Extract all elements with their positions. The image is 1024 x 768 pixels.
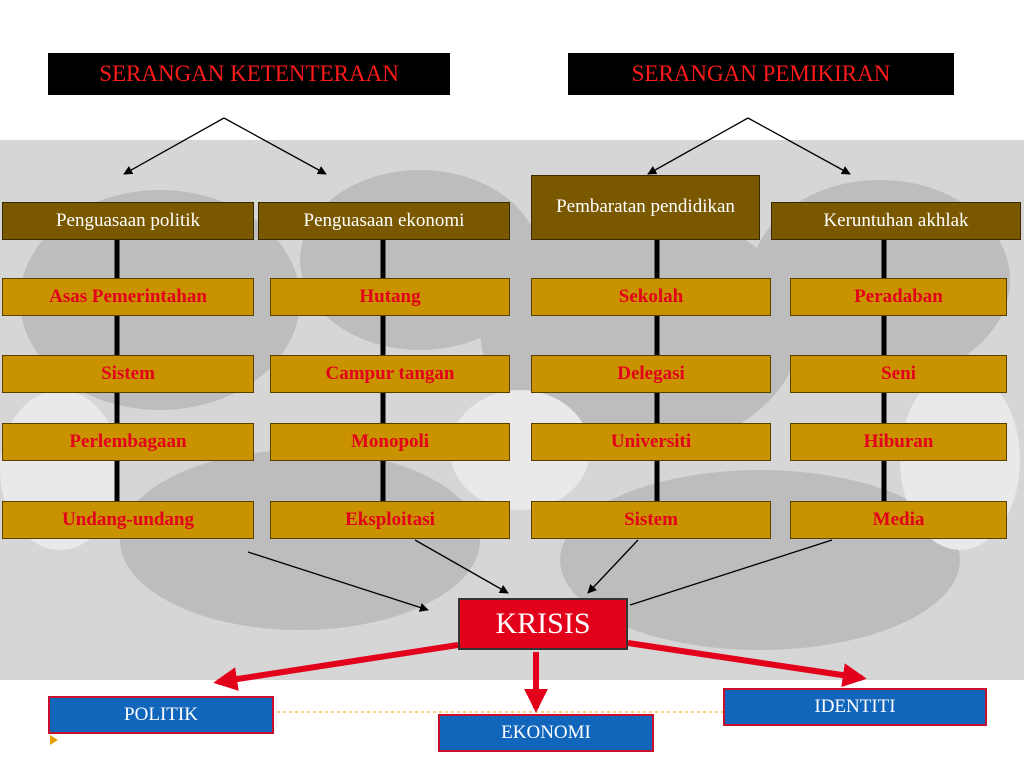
item-seni: Seni — [790, 355, 1007, 393]
header-serangan-ketenteraan: SERANGAN KETENTERAAN — [48, 53, 450, 95]
arrow-to-akhlak — [747, 117, 851, 175]
item-asas-pemerintahan: Asas Pemerintahan — [2, 278, 254, 316]
outcome-arrows — [213, 640, 867, 713]
category-penguasaan-ekonomi: Penguasaan ekonomi — [258, 202, 510, 240]
item-perlembagaan: Perlembagaan — [2, 423, 254, 461]
arrow-to-pendidikan — [647, 117, 749, 175]
item-delegasi: Delegasi — [531, 355, 771, 393]
header-serangan-pemikiran: SERANGAN PEMIKIRAN — [568, 53, 954, 95]
arrow-krisis-to-politik — [213, 642, 459, 691]
arrow-undang-to-krisis — [247, 551, 429, 612]
header-arrows — [123, 117, 851, 175]
arrow-sistem-to-krisis — [587, 539, 639, 594]
crisis-box: KRISIS — [458, 598, 628, 650]
bullet-marker — [50, 735, 58, 745]
line-media-to-krisis — [629, 539, 833, 606]
item-sistem-politik: Sistem — [2, 355, 254, 393]
outcome-identiti: IDENTITI — [723, 688, 987, 726]
outcome-ekonomi: EKONOMI — [438, 714, 654, 752]
arrow-to-ekonomi — [223, 117, 327, 175]
item-eksploitasi: Eksploitasi — [270, 501, 510, 539]
item-peradaban: Peradaban — [790, 278, 1007, 316]
arrow-krisis-to-identiti — [627, 640, 867, 688]
item-hutang: Hutang — [270, 278, 510, 316]
category-penguasaan-politik: Penguasaan politik — [2, 202, 254, 240]
category-pembaratan-pendidikan: Pembaratan pendidikan — [531, 175, 760, 240]
category-keruntuhan-akhlak: Keruntuhan akhlak — [771, 202, 1021, 240]
arrow-eksploitasi-to-krisis — [414, 539, 509, 594]
item-undang-undang: Undang-undang — [2, 501, 254, 539]
item-sistem-pendidikan: Sistem — [531, 501, 771, 539]
arrow-to-politik — [123, 117, 225, 175]
item-monopoli: Monopoli — [270, 423, 510, 461]
item-media: Media — [790, 501, 1007, 539]
crisis-arrows — [247, 539, 833, 612]
item-universiti: Universiti — [531, 423, 771, 461]
item-hiburan: Hiburan — [790, 423, 1007, 461]
item-sekolah: Sekolah — [531, 278, 771, 316]
item-campur-tangan: Campur tangan — [270, 355, 510, 393]
outcome-politik: POLITIK — [48, 696, 274, 734]
